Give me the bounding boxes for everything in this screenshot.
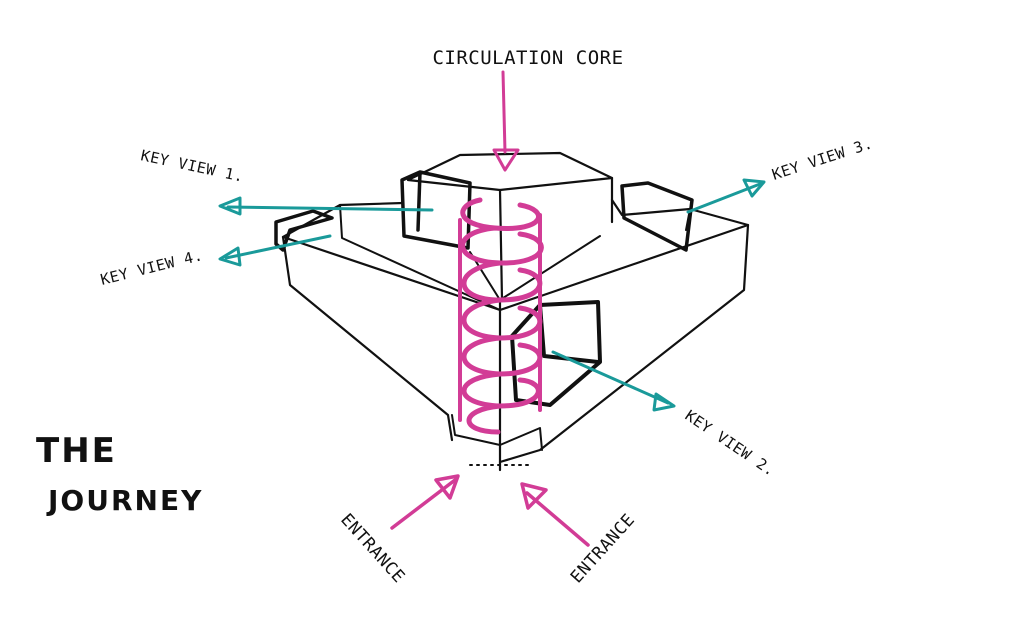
view-box-3 — [620, 181, 694, 252]
key-view-3-arrow-head — [742, 178, 766, 198]
key-view-arrows: KEY VIEW 1. KEY VIEW 4. KEY VIEW 3. KEY … — [99, 134, 875, 480]
label-key-view-3: KEY VIEW 3. — [770, 134, 875, 184]
entrance-left-arrow-head — [434, 474, 460, 500]
lower-block-left-face — [281, 235, 454, 442]
title-line-1: THE — [36, 431, 117, 471]
lower-block-right-face — [498, 223, 750, 464]
view-box-4 — [274, 209, 334, 252]
entrance-right-arrow-head — [520, 482, 548, 510]
helix-coils — [460, 197, 544, 435]
label-key-view-2: KEY VIEW 2. — [682, 406, 779, 480]
label-key-view-1: KEY VIEW 1. — [139, 146, 245, 185]
sketch-title: THE JOURNEY — [36, 431, 203, 517]
lower-block-step — [339, 204, 691, 311]
circulation-core-helix — [458, 197, 544, 435]
entrance-arrows: ENTRANCE ENTRANCE — [336, 474, 639, 587]
label-entrance-right: ENTRANCE — [567, 510, 639, 587]
label-circulation-core: CIRCULATION CORE — [432, 47, 623, 69]
key-view-4-arrow-head — [218, 246, 242, 267]
title-line-2: JOURNEY — [46, 484, 203, 517]
label-key-view-4: KEY VIEW 4. — [99, 246, 205, 289]
view-box-1 — [400, 170, 472, 250]
entrance-right-arrow-shaft — [525, 491, 590, 547]
circulation-core-arrow: CIRCULATION CORE — [432, 47, 623, 172]
key-view-2-arrow-head — [652, 392, 676, 412]
key-view-1-arrow-shaft — [226, 205, 434, 212]
core-arrow-head — [492, 148, 520, 172]
upper-block-sides — [498, 176, 614, 302]
key-view-4-arrow-shaft — [224, 234, 332, 260]
key-view-1-arrow-head — [218, 196, 242, 216]
upper-block-top-face — [406, 151, 614, 192]
core-arrow-shaft — [501, 70, 507, 154]
lower-block-top-face — [281, 198, 750, 312]
entrance-recess — [451, 414, 543, 451]
key-view-2-arrow-shaft — [551, 350, 670, 405]
entrance-left-arrow-shaft — [390, 478, 457, 530]
building-massing — [281, 151, 750, 472]
